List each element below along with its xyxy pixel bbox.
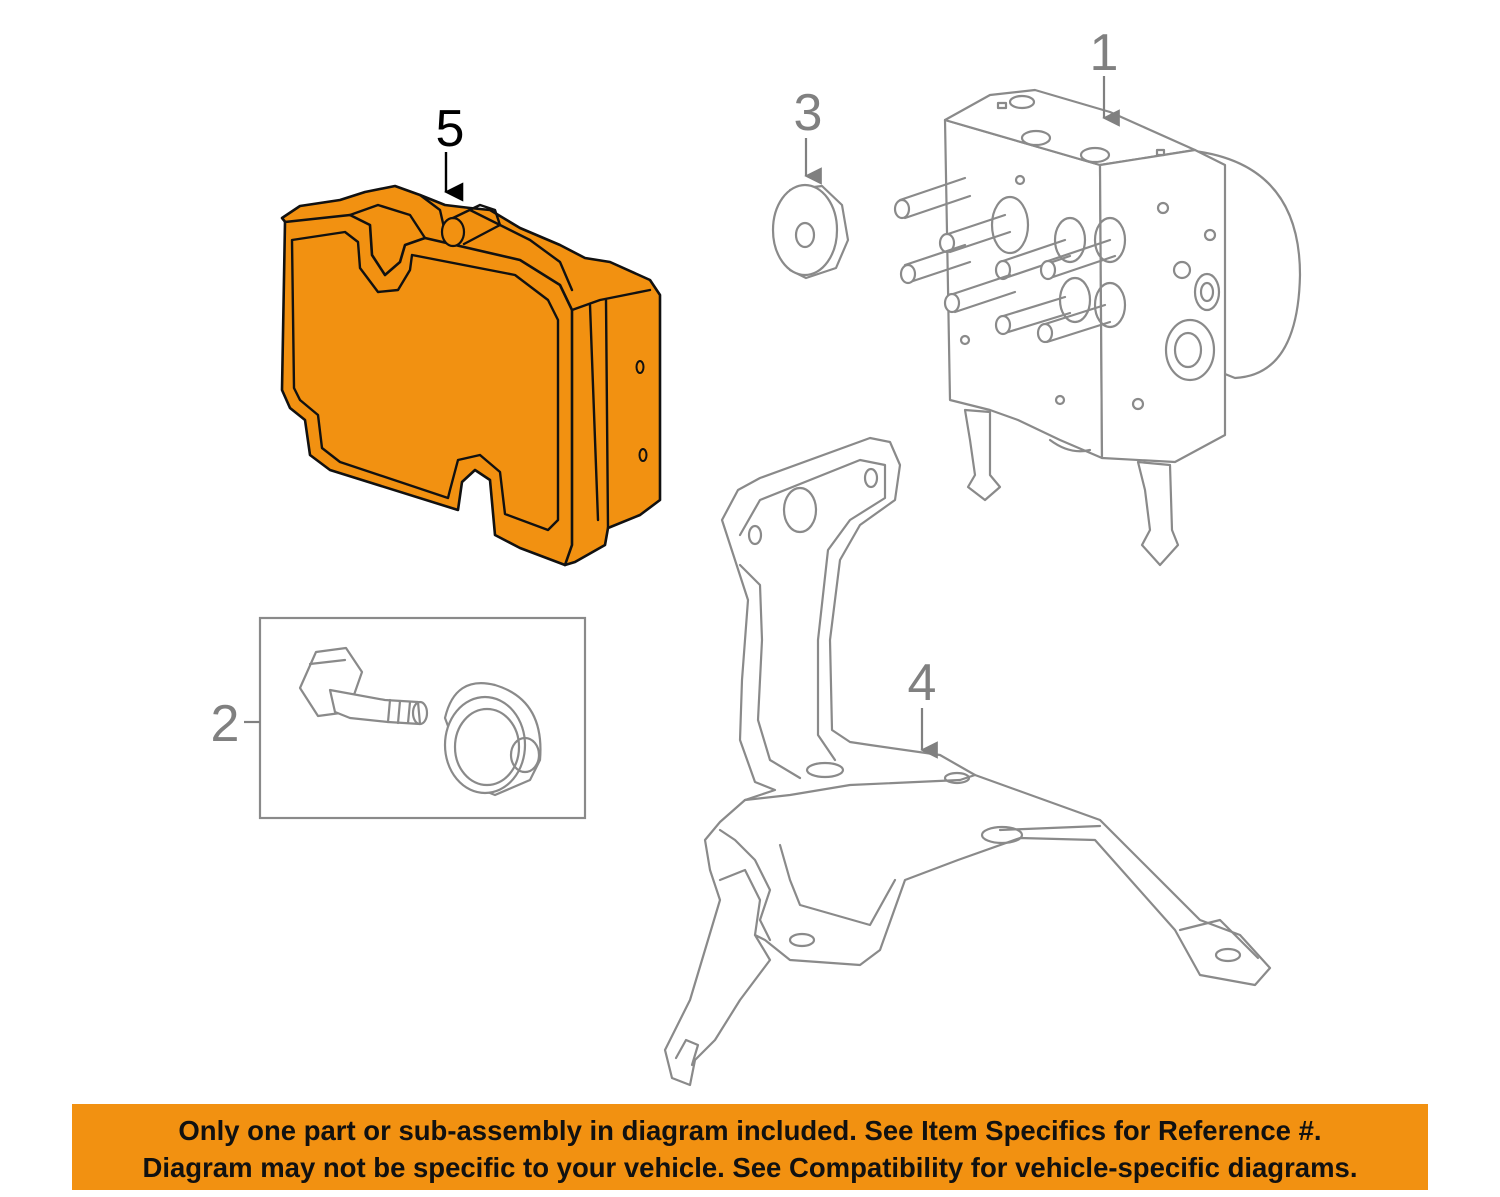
callout-1: 1 — [1090, 24, 1119, 82]
callout-5: 5 — [436, 100, 465, 158]
parts-diagram: 5 3 — [211, 24, 1302, 1087]
part-4-bracket[interactable] — [663, 436, 1272, 1087]
callout-3: 3 — [794, 84, 823, 142]
callout-2: 2 — [211, 695, 240, 753]
callout-4: 4 — [908, 654, 937, 712]
part-2-bolt-kit[interactable] — [258, 616, 587, 820]
part-5-control-module[interactable] — [280, 184, 662, 567]
part-3-grommet[interactable] — [771, 183, 850, 280]
disclaimer-line-1: Only one part or sub-assembly in diagram… — [178, 1115, 1322, 1146]
part-1-modulator[interactable] — [893, 88, 1302, 567]
disclaimer-banner: Only one part or sub-assembly in diagram… — [72, 1104, 1428, 1190]
disclaimer-line-2: Diagram may not be specific to your vehi… — [142, 1152, 1358, 1183]
